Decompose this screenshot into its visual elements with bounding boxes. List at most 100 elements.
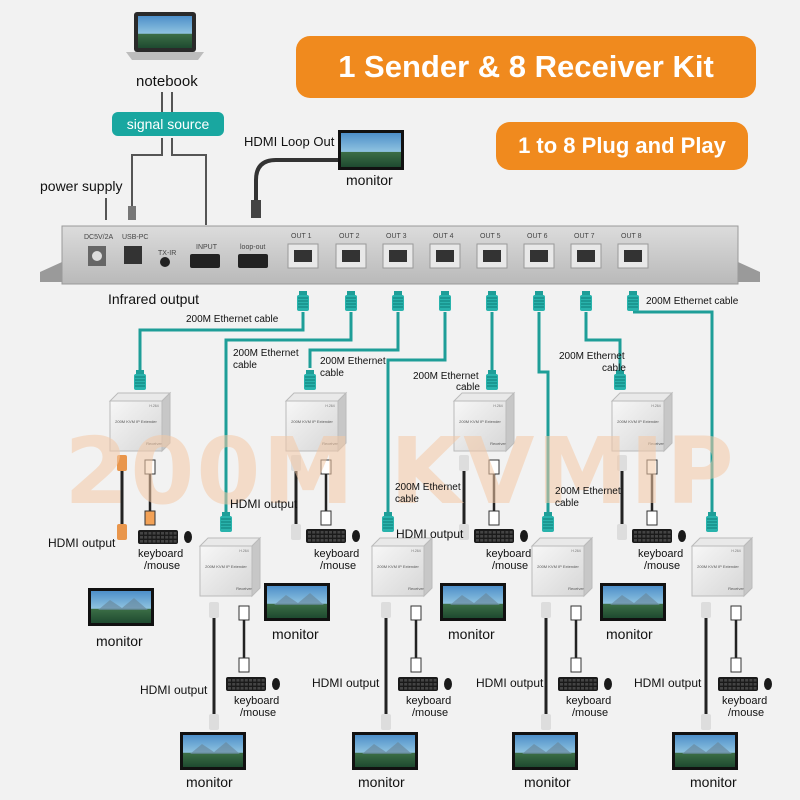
key — [501, 531, 505, 534]
keyboard-top-2-mouse — [352, 530, 360, 542]
monitor-label-6: monitor — [358, 774, 405, 790]
key — [581, 687, 584, 690]
key — [412, 683, 416, 686]
sender-rj45-plug-7-neck — [582, 291, 590, 295]
key — [433, 683, 437, 686]
port-txir-label: TX-IR — [158, 250, 177, 257]
mouse-label-8: /mouse — [728, 707, 765, 719]
receiver-top-4-top — [610, 392, 674, 402]
hdmi-cable-bottom-2-plug1 — [381, 602, 391, 618]
key — [337, 535, 341, 538]
keyboard-label-3: keyboard — [486, 548, 532, 560]
usb-cable-top-2-plug2 — [320, 510, 332, 526]
key — [753, 683, 757, 686]
hdmi-cable-bottom-1-plug1 — [209, 602, 219, 618]
key — [404, 679, 408, 682]
key — [572, 679, 576, 682]
mouse-label-6: /mouse — [412, 707, 449, 719]
receiver-bottom-4-brand: H.264 — [731, 549, 740, 553]
key — [161, 540, 164, 543]
key — [341, 535, 345, 538]
key — [736, 679, 740, 682]
out-port-jack-1 — [294, 250, 312, 262]
cable-label-3b: cable — [233, 360, 257, 371]
usb-cable-top-4-plug2 — [646, 510, 658, 526]
key — [659, 531, 663, 534]
monitor-top-2-mountains — [274, 593, 324, 605]
key — [736, 687, 740, 690]
key — [497, 535, 500, 538]
watermark: 200M KVMIP — [64, 418, 736, 525]
sender-rj45-plug-2-neck — [347, 291, 355, 295]
usb-cable-bottom-1-plug2 — [238, 657, 250, 673]
hdmi-cable-top-4-plug2 — [617, 524, 627, 540]
hdmi-cable-bottom-3-plug2 — [541, 714, 551, 730]
keyboard-label-1: keyboard — [138, 548, 184, 560]
key — [316, 539, 320, 542]
receiver-plug-top-4-neck — [616, 370, 624, 374]
key — [642, 539, 646, 542]
key — [308, 539, 311, 542]
key — [240, 687, 244, 690]
monitor-bottom-3 — [512, 732, 578, 770]
key — [429, 679, 433, 682]
key — [228, 687, 231, 690]
key — [400, 679, 403, 682]
key — [404, 683, 408, 686]
out-port-label-3: OUT 3 — [386, 233, 407, 240]
key — [337, 539, 341, 542]
hdmi-output-label-5: HDMI output — [312, 676, 380, 690]
mouse-label-4: /mouse — [644, 560, 681, 572]
monitor-label-1: monitor — [96, 633, 143, 649]
key — [257, 679, 261, 682]
key — [638, 535, 642, 538]
mouse-label-3: /mouse — [492, 560, 529, 572]
out-port-jack-3 — [389, 250, 407, 262]
key — [312, 535, 316, 538]
key — [312, 539, 316, 542]
hdmi-output-label-2: HDMI output — [48, 536, 116, 550]
hdmi-cable-top-2-plug1 — [291, 455, 301, 471]
key — [324, 535, 328, 538]
key — [253, 679, 257, 682]
ethernet-cable-2 — [224, 312, 353, 512]
receiver-plug-top-3 — [486, 370, 498, 390]
usb-port — [124, 246, 142, 264]
key — [228, 683, 231, 686]
key — [736, 683, 740, 686]
key — [249, 679, 252, 682]
port-loop-label: loop-out — [240, 244, 266, 251]
key — [333, 535, 337, 538]
usb-cable-bottom-4-plug2 — [730, 657, 742, 673]
key — [646, 535, 650, 538]
key — [148, 536, 152, 539]
key — [169, 536, 173, 539]
usb-cable-top-3 — [488, 459, 500, 526]
key — [560, 679, 563, 682]
receiver-bottom-4-front — [691, 545, 745, 597]
hdmi-output-label-3: HDMI output — [396, 527, 464, 541]
key — [240, 683, 244, 686]
usb-cable-bottom-4-plug1 — [730, 605, 742, 621]
ethernet-cable-7 — [584, 312, 622, 372]
key — [253, 687, 257, 690]
sender-rj45-plug-2-body — [345, 295, 357, 311]
hdmi-cable-bottom-1-plug2 — [209, 714, 219, 730]
key — [568, 683, 572, 686]
key — [745, 683, 749, 686]
subtitle-banner: 1 to 8 Plug and Play — [496, 122, 748, 170]
key — [404, 687, 408, 690]
key — [156, 540, 160, 543]
notebook-label: notebook — [136, 73, 198, 90]
key — [646, 539, 650, 542]
monitor-bottom-1 — [180, 732, 246, 770]
receiver-plug-top-4 — [614, 370, 626, 390]
out-port-jack-5 — [483, 250, 501, 262]
keyboard-top-3-mouse — [520, 530, 528, 542]
key — [572, 687, 576, 690]
hdmi-cable-top-2 — [291, 455, 301, 540]
sender-rj45-plug-8-body — [627, 295, 639, 311]
sender-ports — [88, 243, 649, 269]
